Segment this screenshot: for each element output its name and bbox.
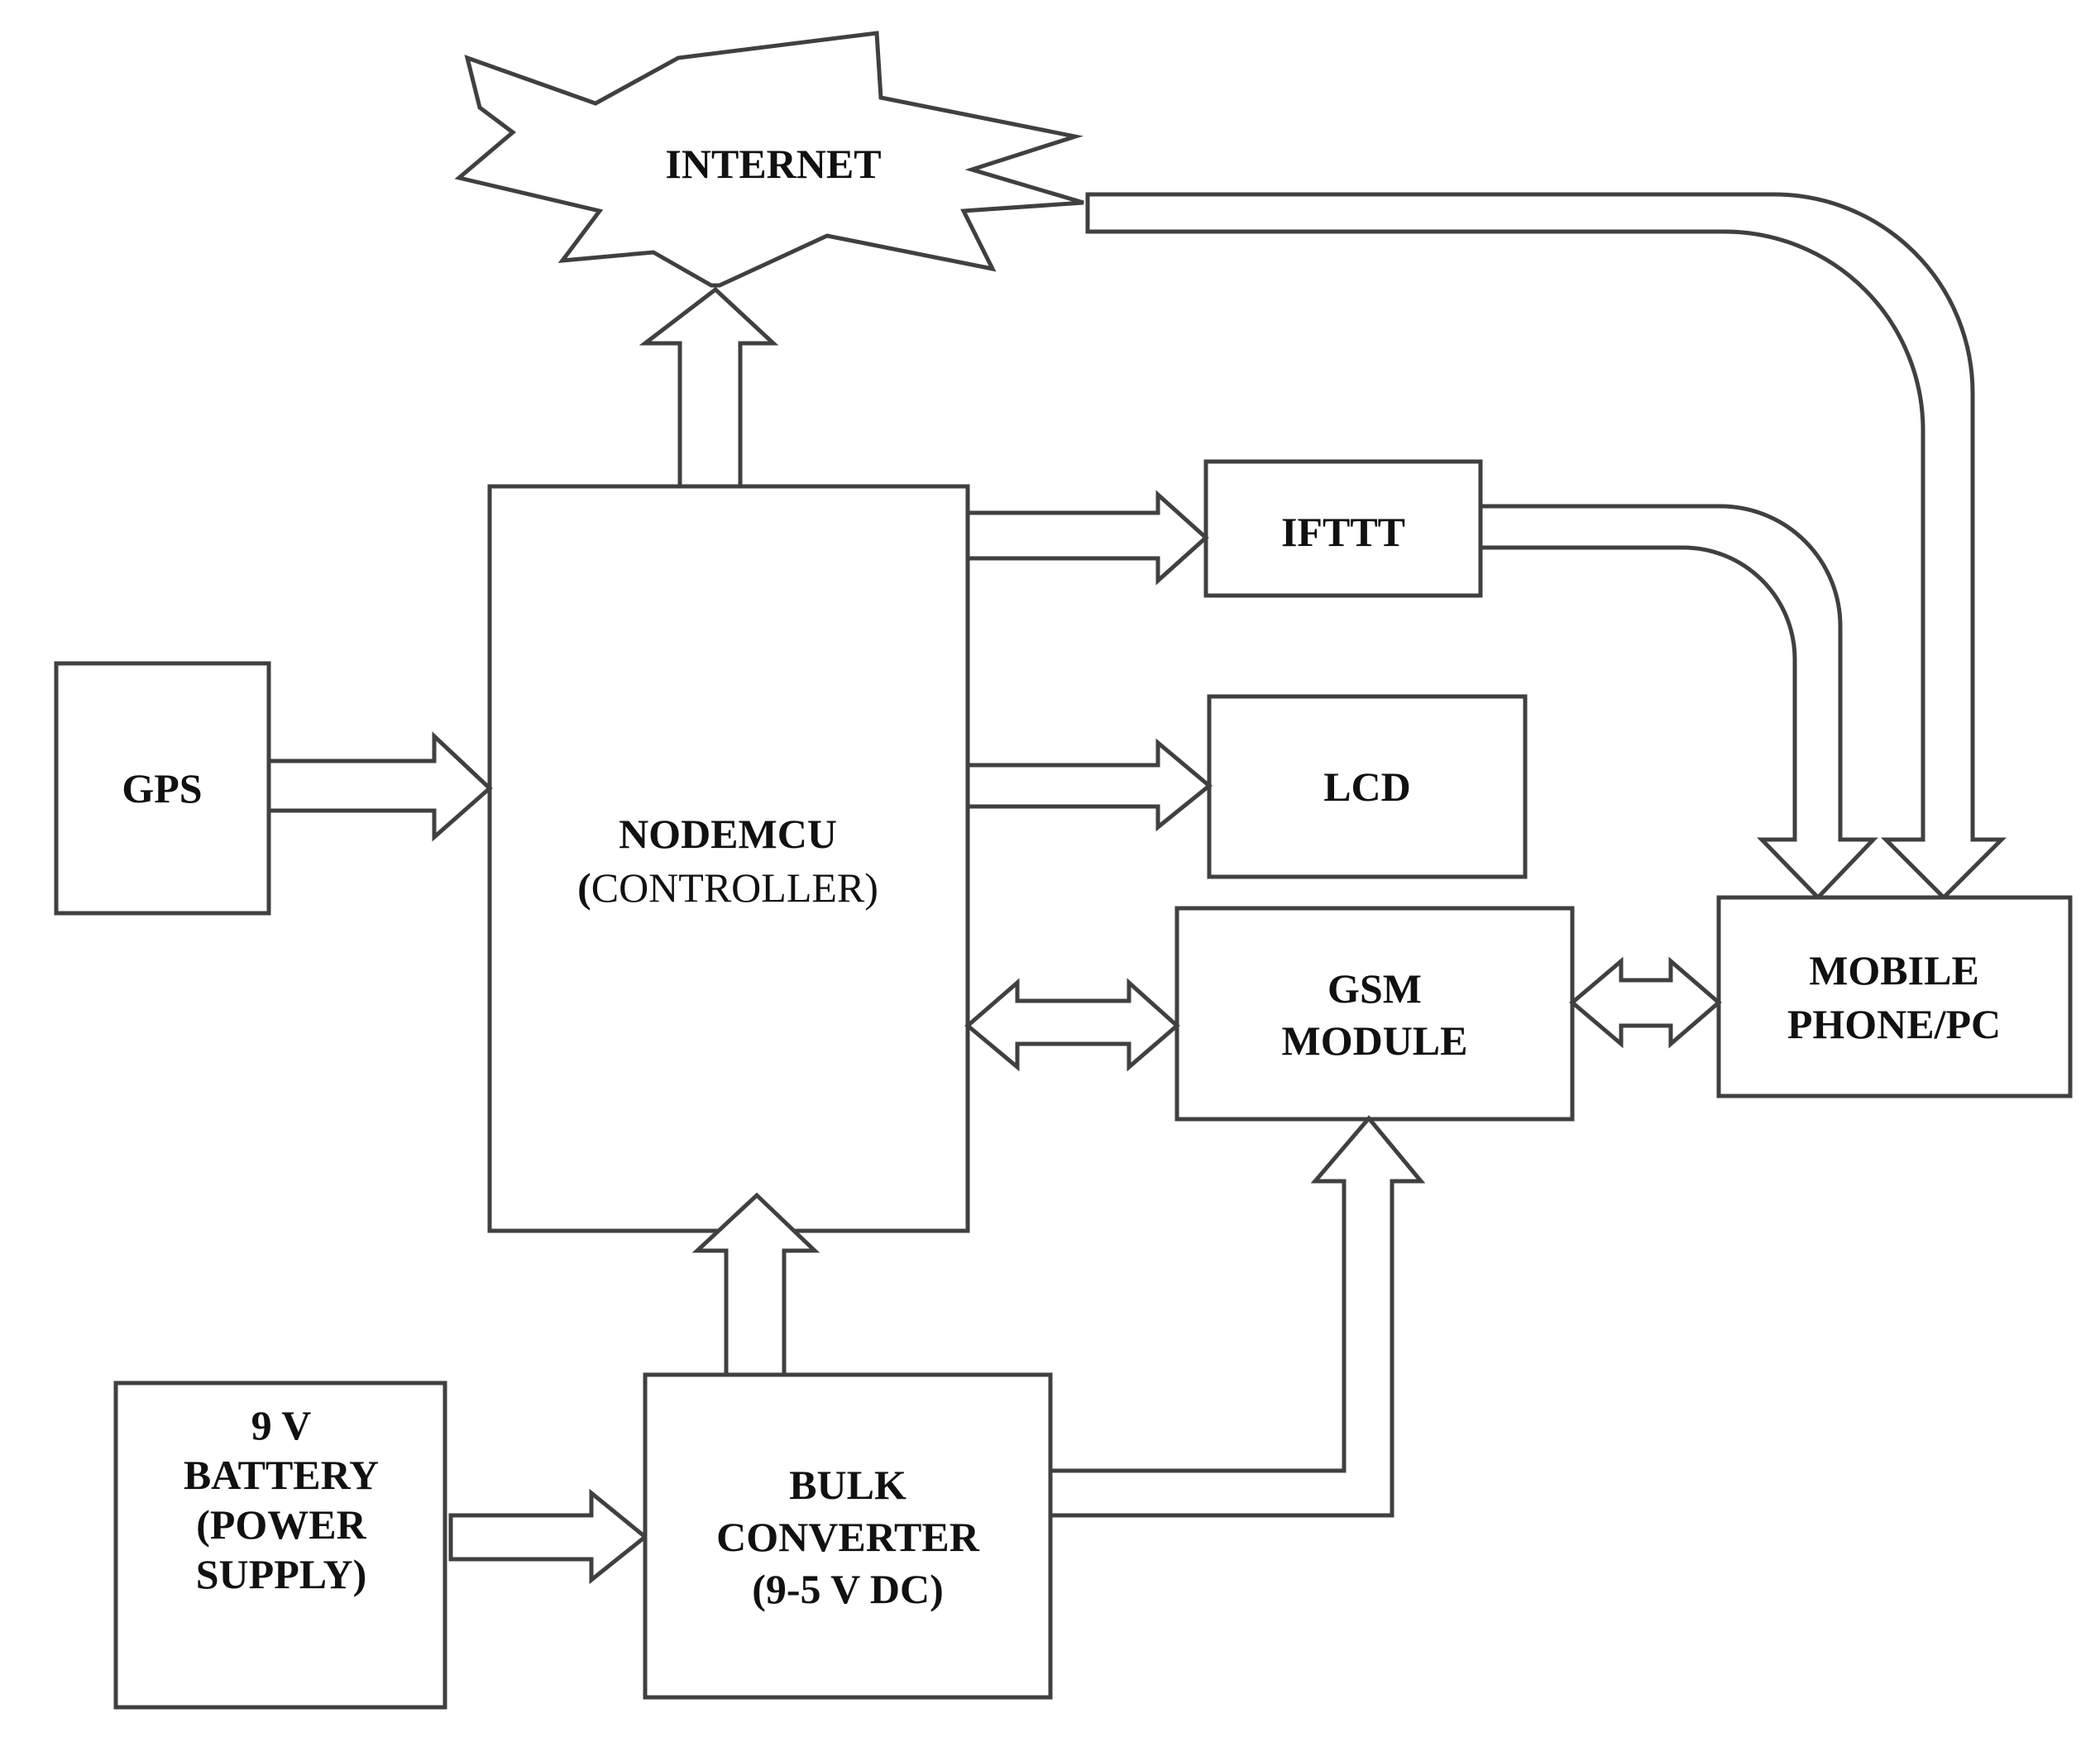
internet-cloud — [454, 31, 1084, 288]
lcd-box — [1207, 694, 1528, 879]
bulk-converter-box — [643, 1372, 1053, 1700]
arrow-nodemcu-to-ifttt — [965, 490, 1209, 586]
gsm-line1: GSM — [1327, 965, 1422, 1012]
pipe-internet-to-mobile — [1085, 192, 2007, 901]
battery-line2: BATTERY — [184, 1452, 379, 1498]
bulk-line1: BULK — [789, 1462, 906, 1508]
pipe-ifttt-to-mobile — [1478, 504, 1878, 901]
ifttt-label: IFTTT — [1281, 509, 1405, 555]
bulk-line2: CONVERTER — [716, 1514, 980, 1560]
bulk-line3: (9-5 V DC) — [752, 1566, 943, 1612]
pipe-bulk-to-gsm — [1048, 1115, 1426, 1518]
gsm-line2: MODULE — [1282, 1017, 1468, 1064]
mobile-box — [1716, 895, 2073, 1098]
mobile-line1: MOBILE — [1809, 947, 1979, 993]
gps-box — [54, 661, 271, 916]
arrow-nodemcu-to-lcd — [965, 738, 1213, 832]
mobile-line2: PHONE/PC — [1787, 1001, 2001, 1047]
gsm-box — [1174, 906, 1575, 1122]
battery-line3: (POWER — [196, 1501, 366, 1548]
gps-label: GPS — [122, 765, 202, 811]
arrow-nodemcu-gsm-bidirectional — [964, 978, 1180, 1072]
arrow-bulk-to-nodemcu — [691, 1192, 820, 1377]
arrow-gps-to-nodemcu — [266, 731, 493, 842]
nodemcu-box — [487, 484, 970, 1233]
arrow-nodemcu-to-internet — [639, 286, 779, 491]
arrow-battery-to-bulk — [448, 1488, 648, 1585]
nodemcu-title: NODEMCU — [619, 811, 837, 857]
internet-label: INTERNET — [665, 141, 881, 187]
battery-line4: SUPPLY) — [196, 1551, 367, 1597]
battery-line1: 9 V — [251, 1402, 312, 1448]
arrow-gsm-mobile-bidirectional — [1569, 956, 1722, 1049]
ifttt-box — [1203, 459, 1483, 598]
nodemcu-subtitle: (CONTROLLER) — [577, 864, 878, 911]
lcd-label: LCD — [1323, 763, 1411, 810]
battery-box — [113, 1381, 447, 1710]
